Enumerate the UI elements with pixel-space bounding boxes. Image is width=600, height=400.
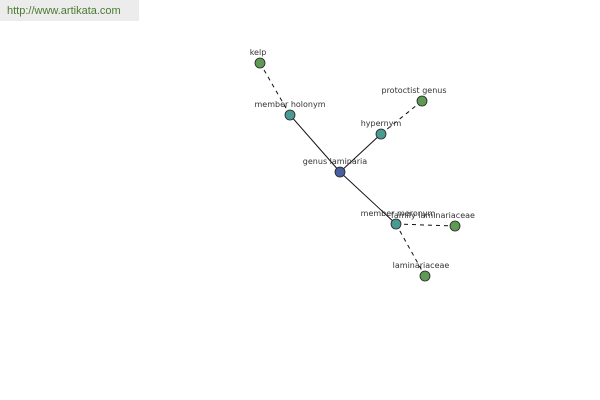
node-hypernym[interactable] (375, 128, 387, 140)
edge-hypernym-to-protoctist-genus (380, 100, 423, 135)
edge-member-meronym-to-family-laminariaceae (395, 223, 456, 227)
node-label-member-meronym[interactable]: member meronym (361, 209, 436, 218)
node-label-member-holonym[interactable]: member holonym (254, 100, 325, 109)
node-member-meronym[interactable] (390, 218, 402, 230)
graph-edges (259, 62, 456, 277)
node-protoctist-genus[interactable] (416, 95, 428, 107)
edge-genus-laminaria-to-member-meronym (339, 171, 397, 225)
edge-genus-laminaria-to-member-holonym (289, 114, 341, 173)
edge-genus-laminaria-to-hypernym (339, 133, 382, 173)
node-label-laminariaceae[interactable]: laminariaceae (393, 261, 450, 270)
url-bar: http://www.artikata.com (0, 0, 139, 21)
node-kelp[interactable] (254, 57, 266, 69)
node-label-family-laminariaceae[interactable]: family laminariaceae (391, 211, 475, 220)
node-laminariaceae[interactable] (419, 270, 431, 282)
node-label-kelp[interactable]: kelp (250, 48, 267, 57)
node-member-holonym[interactable] (284, 109, 296, 121)
node-label-genus-laminaria[interactable]: genus laminaria (303, 157, 367, 166)
node-genus-laminaria[interactable] (334, 166, 346, 178)
graph-labels: genus laminaria member holonym hypernym mem… (250, 48, 475, 270)
node-family-laminariaceae[interactable] (449, 220, 461, 232)
graph-nodes (254, 57, 461, 282)
node-label-hypernym[interactable]: hypernym (361, 119, 402, 128)
edge-member-meronym-to-laminariaceae (395, 223, 426, 277)
node-label-protoctist-genus[interactable]: protoctist genus (381, 86, 446, 95)
edge-member-holonym-to-kelp (259, 62, 291, 116)
site-url-link[interactable]: http://www.artikata.com (7, 5, 121, 17)
